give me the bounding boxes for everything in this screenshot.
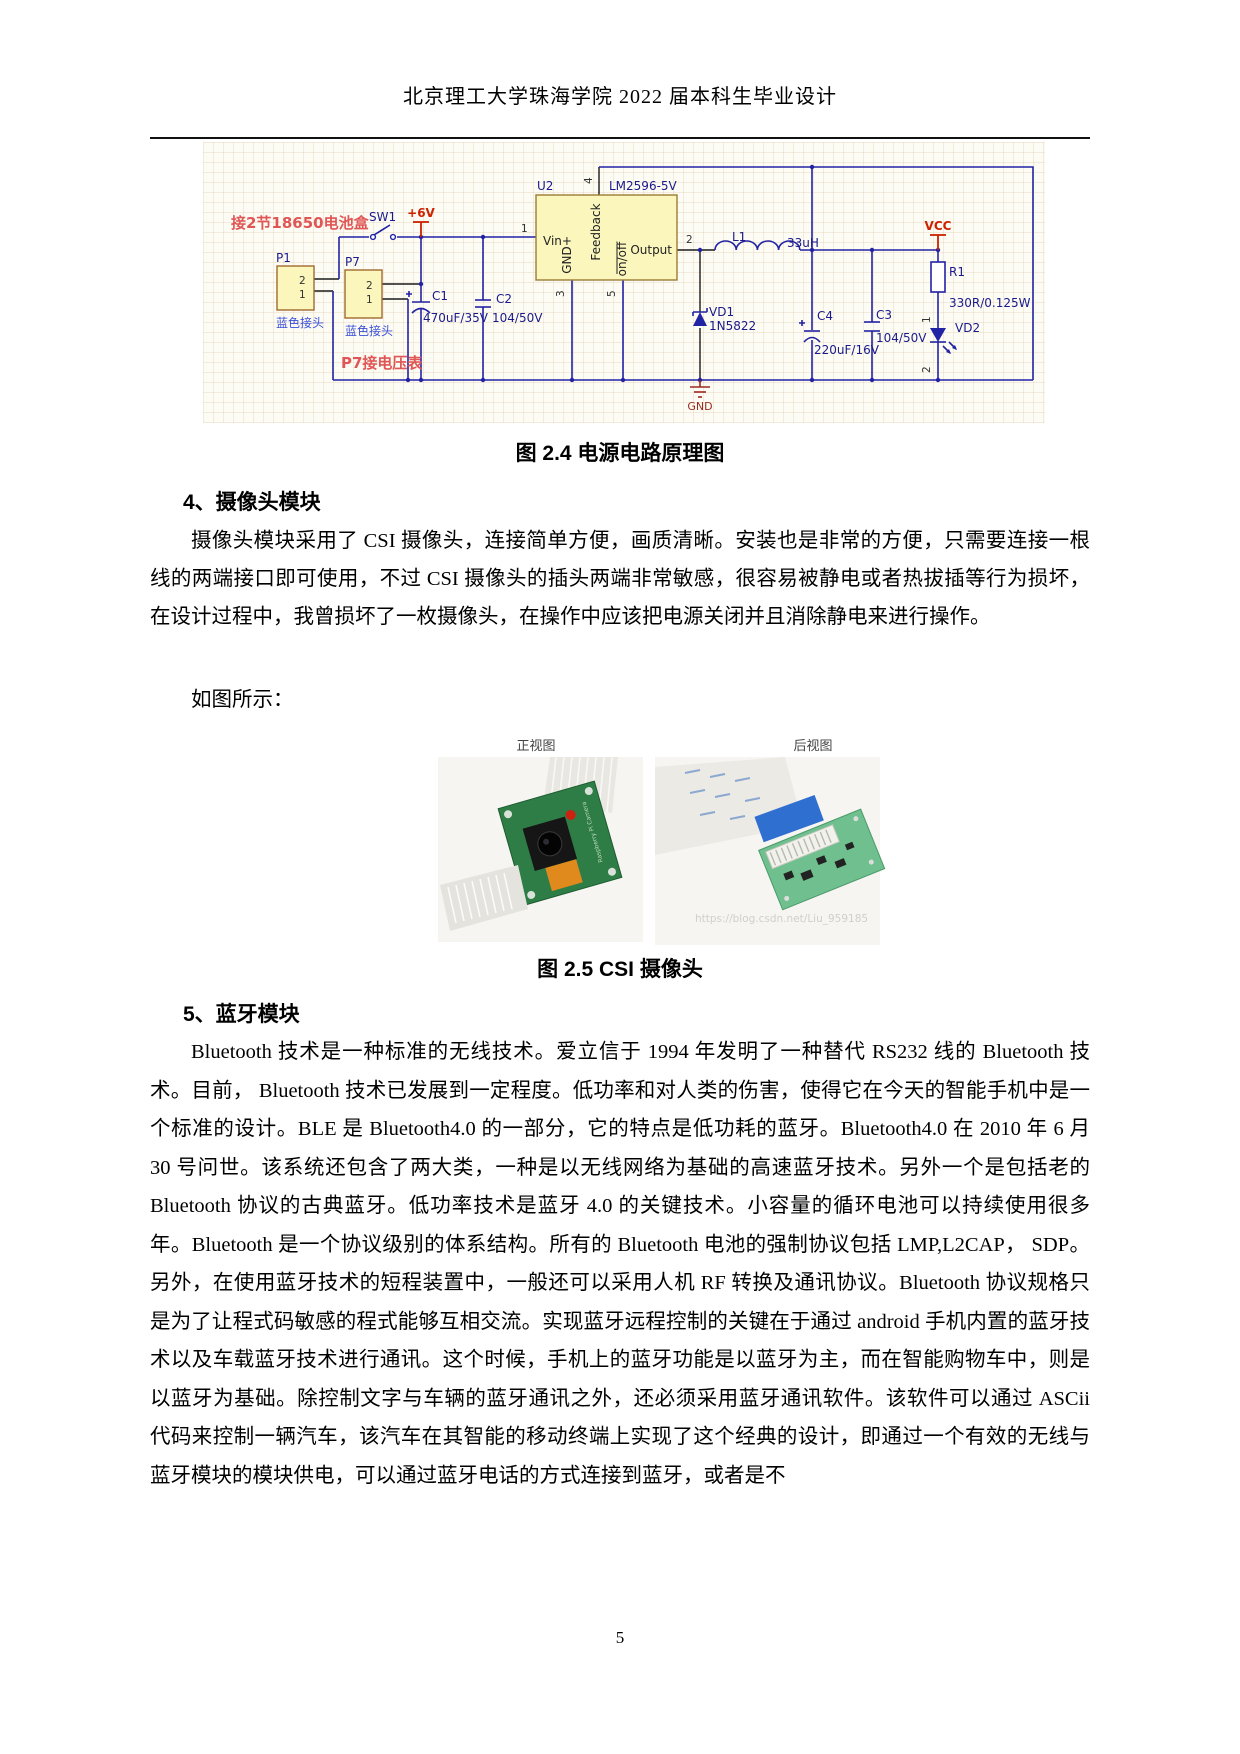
p1-pin1: 1	[299, 289, 306, 301]
vd2-pin1-number: 1	[921, 316, 933, 323]
vd1-ref: VD1	[709, 305, 734, 319]
vd1-diode-symbol	[692, 308, 708, 326]
photo-watermark: https://blog.csdn.net/Liu_959185	[695, 913, 868, 925]
ground-icon	[690, 380, 710, 398]
p7-ref: P7	[345, 255, 360, 269]
u2-pin2-number: 2	[686, 234, 693, 246]
section-4-lead-in: 如图所示：	[191, 689, 294, 711]
l1-ref: L1	[732, 230, 746, 244]
front-view-label: 正视图	[516, 739, 555, 754]
l1-inductor-symbol	[714, 240, 801, 251]
c4-capacitor-symbol	[799, 320, 821, 343]
c1-ref: C1	[432, 289, 448, 303]
camera-photos: 正视图 后视图	[438, 739, 886, 945]
vd2-led-symbol	[930, 328, 957, 354]
r1-value: 330R/0.125W	[949, 296, 1031, 310]
vd1-value: 1N5822	[709, 319, 756, 333]
section-4-paragraph: 摄像头模块采用了 CSI 摄像头，连接简单方便，画质清晰。安装也是非常的方便，只…	[150, 530, 1090, 628]
schematic-drawing: SW1 +6V P1 2 1 蓝色接头 P7 2 1 蓝色接头 接2节18650…	[231, 164, 1034, 413]
l1-value: 33uH	[787, 236, 819, 250]
sw1-label: SW1	[369, 210, 396, 224]
page-header-title: 北京理工大学珠海学院 2022 届本科生毕业设计	[403, 86, 837, 108]
plus6v-label: +6V	[407, 206, 435, 220]
voltmeter-annotation: P7接电压表	[341, 354, 423, 372]
vcc-label: VCC	[925, 219, 952, 233]
u2-regulator-chip	[535, 194, 678, 281]
u2-pin-feedback: Feedback	[589, 203, 603, 260]
c3-value: 104/50V	[876, 331, 927, 345]
u2-pin1-number: 1	[521, 223, 528, 235]
c1-capacitor-symbol	[406, 291, 431, 314]
p1-connector	[276, 265, 315, 311]
battery-annotation: 接2节18650电池盒	[231, 214, 370, 232]
plus6v-power-icon	[413, 221, 429, 237]
p1-ref: P1	[276, 251, 291, 265]
c3-ref: C3	[876, 308, 892, 322]
figure-2-5-caption: 图 2.5 CSI 摄像头	[537, 958, 703, 981]
power-circuit-schematic: SW1 +6V P1 2 1 蓝色接头 P7 2 1 蓝色接头 接2节18650…	[203, 142, 1045, 423]
u2-pin5-number: 5	[606, 290, 618, 297]
c4-value: 220uF/16V	[814, 343, 880, 357]
r1-ref: R1	[949, 265, 965, 279]
gnd-label: GND	[687, 400, 712, 413]
c2-ref: C2	[496, 292, 512, 306]
page-number: 5	[615, 1628, 625, 1647]
csi-camera-figure: 正视图 后视图	[400, 733, 900, 950]
c2-value: 104/50V	[492, 311, 543, 325]
section-4-heading: 4、摄像头模块	[183, 491, 321, 514]
u2-pin-output: Output	[630, 243, 672, 257]
wires	[314, 166, 1034, 381]
junction-dots	[405, 164, 941, 383]
vd2-pin2-number: 2	[921, 366, 933, 373]
p1-pin2: 2	[299, 275, 306, 287]
switch-icon	[369, 224, 397, 241]
u2-part: LM2596-5V	[609, 179, 678, 193]
vcc-power-icon	[930, 234, 946, 250]
section-5-paragraph: Bluetooth 技术是一种标准的无线技术。爱立信于 1994 年发明了一种替…	[150, 1041, 1090, 1487]
figure-2-4-caption: 图 2.4 电源电路原理图	[515, 442, 725, 465]
section-5-heading: 5、蓝牙模块	[183, 1003, 300, 1026]
c4-ref: C4	[817, 309, 833, 323]
c2-capacitor-symbol	[475, 299, 491, 308]
c3-capacitor-symbol	[864, 321, 880, 332]
u2-pin-vin: Vin+	[543, 234, 572, 248]
p7-pin2: 2	[366, 280, 373, 292]
camera-front-photo: Raspberry Pi Camera	[438, 756, 643, 942]
p7-note: 蓝色接头	[345, 323, 393, 338]
p7-pin1: 1	[366, 294, 373, 306]
u2-pin3-number: 3	[555, 290, 567, 297]
u2-ref: U2	[537, 179, 553, 193]
vd2-ref: VD2	[955, 321, 980, 335]
u2-pin4-number: 4	[583, 177, 595, 184]
r1-resistor-symbol	[930, 261, 946, 293]
back-view-label: 后视图	[793, 739, 832, 754]
c1-value: 470uF/35V	[423, 311, 489, 325]
header-rule	[150, 137, 1090, 139]
u2-pin-onoff: on/off	[615, 241, 629, 276]
p7-connector	[344, 269, 383, 319]
camera-back-photo: https://blog.csdn.net/Liu_959185	[655, 757, 886, 945]
u2-pin-gnd: GND	[560, 246, 574, 274]
p1-note: 蓝色接头	[276, 315, 324, 330]
